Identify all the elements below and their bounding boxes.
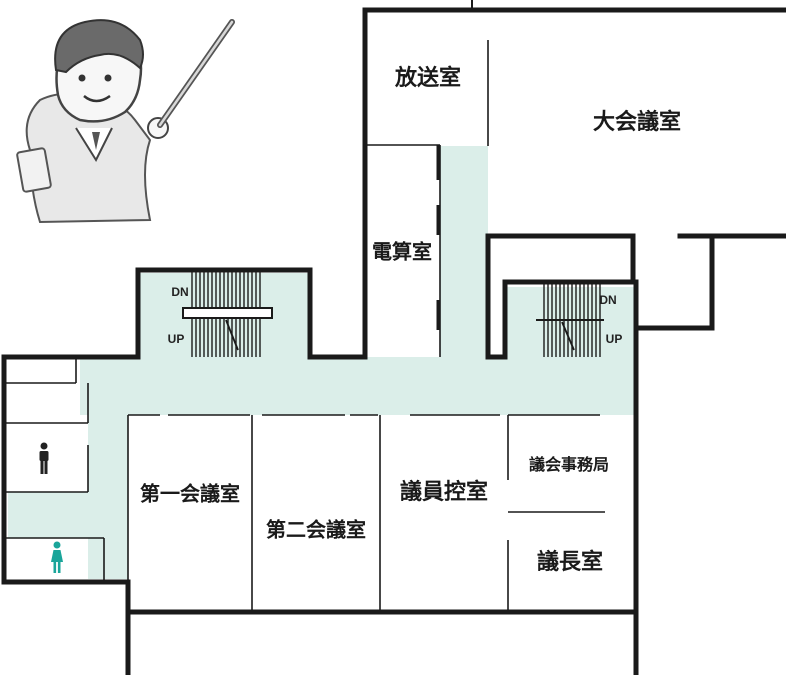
room-label-conf1: 第一会議室 bbox=[140, 481, 240, 506]
interior-lines bbox=[4, 40, 605, 612]
man-icon bbox=[39, 442, 49, 474]
room-label-broadcast: 放送室 bbox=[394, 66, 462, 91]
stairs-right bbox=[536, 284, 604, 357]
presenter-illustration bbox=[16, 19, 235, 224]
room-label-large-hall: 大会議室 bbox=[592, 110, 682, 135]
room-label-conf2: 第二会議室 bbox=[266, 517, 366, 542]
stairs-right-down-label: DN bbox=[599, 293, 617, 307]
stairs-left-up-label: UP bbox=[167, 332, 185, 346]
room-label-members-lounge: 議員控室 bbox=[399, 480, 489, 505]
stairs-left-down-label: DN bbox=[171, 285, 189, 299]
room-label-secretariat: 議会事務局 bbox=[528, 455, 610, 474]
room-label-electronics: 電算室 bbox=[372, 239, 432, 264]
woman-icon bbox=[51, 541, 63, 573]
room-label-chairman: 議長室 bbox=[536, 550, 604, 575]
stairs-right-up-label: UP bbox=[605, 332, 623, 346]
stairs-left bbox=[182, 270, 273, 357]
